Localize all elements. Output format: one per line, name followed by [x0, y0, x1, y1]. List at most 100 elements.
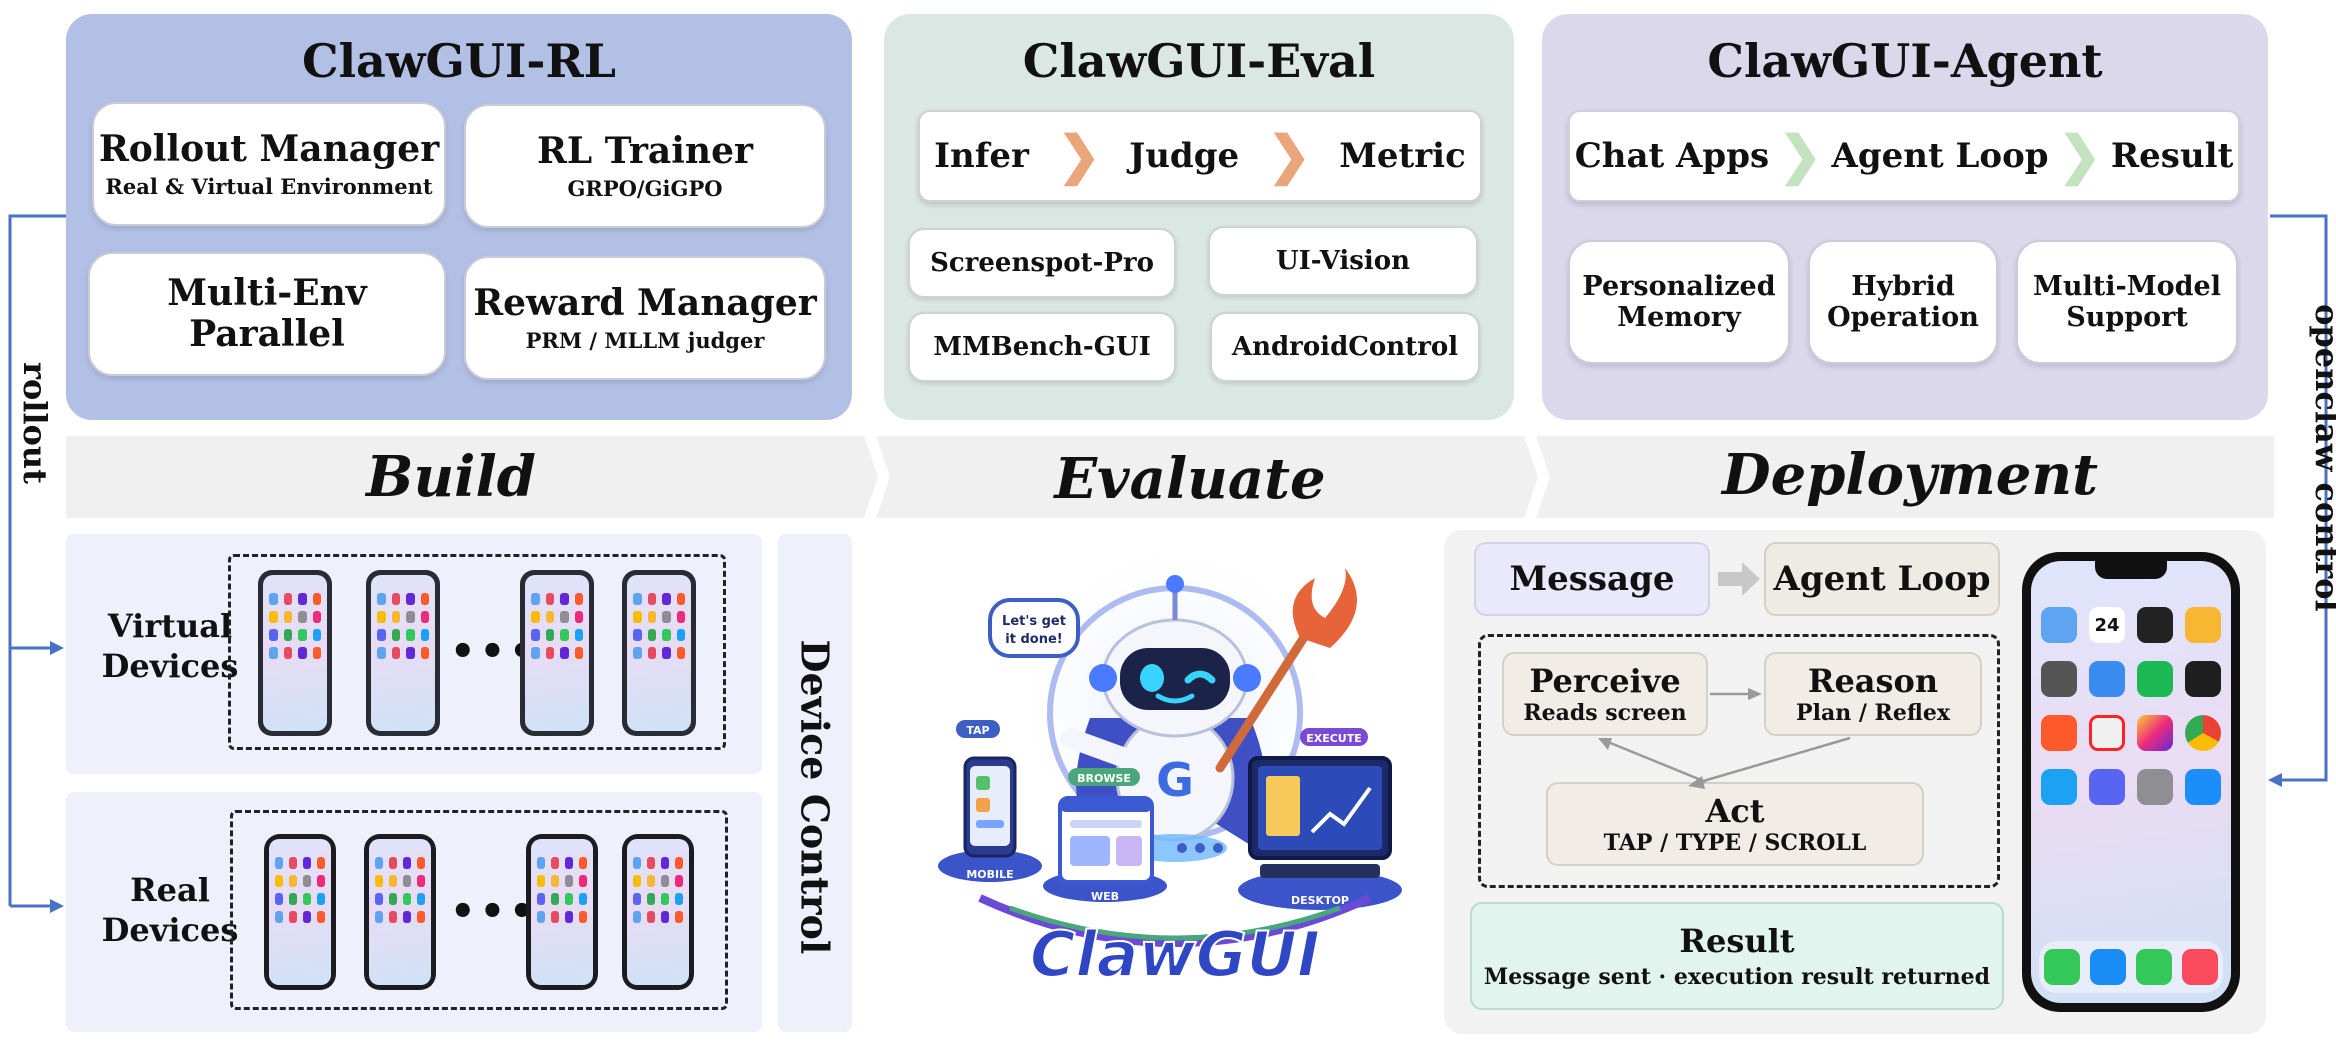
real-line1: Real [130, 871, 210, 909]
virtual-phone [520, 570, 594, 736]
app-icon [676, 647, 685, 659]
app-icon [662, 611, 671, 623]
app-icon [269, 647, 278, 659]
app-icon [312, 629, 321, 641]
app-icon [675, 911, 683, 923]
app-icon [633, 857, 641, 869]
real-phone [364, 834, 436, 990]
clawgui-brand: ClawGUI [1030, 918, 1320, 991]
eval-panel: ClawGUI-Eval Infer ❯ Judge ❯ Metric Scre… [884, 14, 1514, 420]
safari-app-icon[interactable] [2090, 949, 2126, 985]
app-icon [389, 911, 397, 923]
label-web: WEB [1091, 890, 1119, 903]
messages-app-icon[interactable] [2136, 949, 2172, 985]
discord-app-icon[interactable] [2089, 769, 2125, 805]
app-icon [275, 893, 283, 905]
stage-evaluate: Evaluate [1054, 446, 1326, 512]
app-icon [662, 629, 671, 641]
label-execute: EXECUTE [1306, 732, 1362, 745]
app-icon [565, 875, 573, 887]
app-icon [662, 593, 671, 605]
virtual-line1: Virtual [107, 607, 233, 645]
settings-app-icon[interactable] [2137, 769, 2173, 805]
app-icon [289, 911, 297, 923]
feature-line1: Multi-Model [2033, 270, 2221, 302]
stage-build-shape [66, 436, 878, 518]
music-app-icon[interactable] [2182, 949, 2218, 985]
app-icon [289, 857, 297, 869]
infer-step: Infer [934, 136, 1029, 176]
deployment-phone: 24 [2022, 552, 2240, 1012]
app-icon [647, 593, 656, 605]
app-icon [406, 593, 415, 605]
app-icon [298, 629, 307, 641]
app-icon [551, 857, 559, 869]
feature-multi-model-support: Multi-Model Support [2016, 240, 2238, 364]
virtual-phone [366, 570, 440, 736]
rollout-manager-title: Rollout Manager [98, 127, 440, 170]
camera-app-icon[interactable] [2041, 661, 2077, 697]
phone-app-icon[interactable] [2044, 949, 2080, 985]
app-icon [317, 875, 325, 887]
rollout-label: rollout [16, 362, 54, 484]
app-icon [420, 647, 429, 659]
app-icon [317, 857, 325, 869]
virtual-devices-group [228, 554, 726, 750]
app-icon [531, 593, 540, 605]
rl-panel: ClawGUI-RL Rollout Manager Real & Virtua… [66, 14, 852, 420]
app-icon [647, 611, 656, 623]
calendar-app-icon[interactable]: 24 [2089, 607, 2125, 643]
app-icon [303, 911, 311, 923]
instagram-app-icon[interactable] [2137, 715, 2173, 751]
app-icon [298, 611, 307, 623]
twitter-app-icon[interactable] [2041, 769, 2077, 805]
photos-app-icon[interactable] [2185, 607, 2221, 643]
spotify-app-icon[interactable] [2137, 661, 2173, 697]
app-icon [403, 875, 411, 887]
result-sub: Message sent · execution result returned [1483, 964, 1991, 990]
svg-text:G: G [1156, 753, 1194, 807]
clock-app-icon[interactable] [2137, 607, 2173, 643]
weather-app-icon[interactable] [2041, 607, 2077, 643]
reason-sub: Plan / Reflex [1796, 700, 1950, 726]
device-control-label: Device Control [792, 639, 838, 955]
metric-step: Metric [1339, 136, 1466, 176]
virtual-phone [258, 570, 332, 736]
benchmark-ui-vision: UI-Vision [1208, 226, 1478, 296]
chrome-app-icon[interactable] [2185, 715, 2221, 751]
app-icon [269, 593, 278, 605]
reward-manager-title: Reward Manager [473, 281, 817, 324]
app-icon [545, 647, 554, 659]
openclaw-arrows [2268, 214, 2328, 787]
reddit-app-icon[interactable] [2041, 715, 2077, 751]
app-icon [633, 611, 642, 623]
app-icon [312, 647, 321, 659]
mail-app-icon[interactable] [2089, 661, 2125, 697]
clawgui-illustration: G Let's get it done! TAP BROWSE EXECUTE … [938, 553, 1402, 992]
device-control-bar [778, 534, 852, 1032]
chatgpt-app-icon[interactable] [2185, 661, 2221, 697]
app-icon [633, 647, 642, 659]
youtube-app-icon[interactable] [2089, 715, 2125, 751]
chevron-right-icon: ❯ [1267, 125, 1311, 186]
app-icon [377, 611, 386, 623]
app-icon [406, 629, 415, 641]
agent-panel: ClawGUI-Agent Chat Apps ❯ Agent Loop ❯ R… [1542, 14, 2268, 420]
app-store-icon[interactable] [2185, 769, 2221, 805]
agent-loop-box: Agent Loop [1764, 542, 2000, 616]
arrow-right-icon [1718, 562, 1760, 596]
result-step: Result [2110, 136, 2234, 176]
app-icon [647, 629, 656, 641]
virtual-phone [622, 570, 696, 736]
reason-title: Reason [1807, 662, 1939, 700]
judge-step: Judge [1129, 136, 1240, 176]
openclaw-control-label: openclaw control [2308, 304, 2336, 612]
real-phone [526, 834, 598, 990]
app-icon [391, 647, 400, 659]
stage-bar [66, 436, 2274, 518]
app-icon [560, 611, 569, 623]
app-icon [661, 857, 669, 869]
app-icon [676, 593, 685, 605]
app-icon [647, 857, 655, 869]
app-icon [377, 593, 386, 605]
